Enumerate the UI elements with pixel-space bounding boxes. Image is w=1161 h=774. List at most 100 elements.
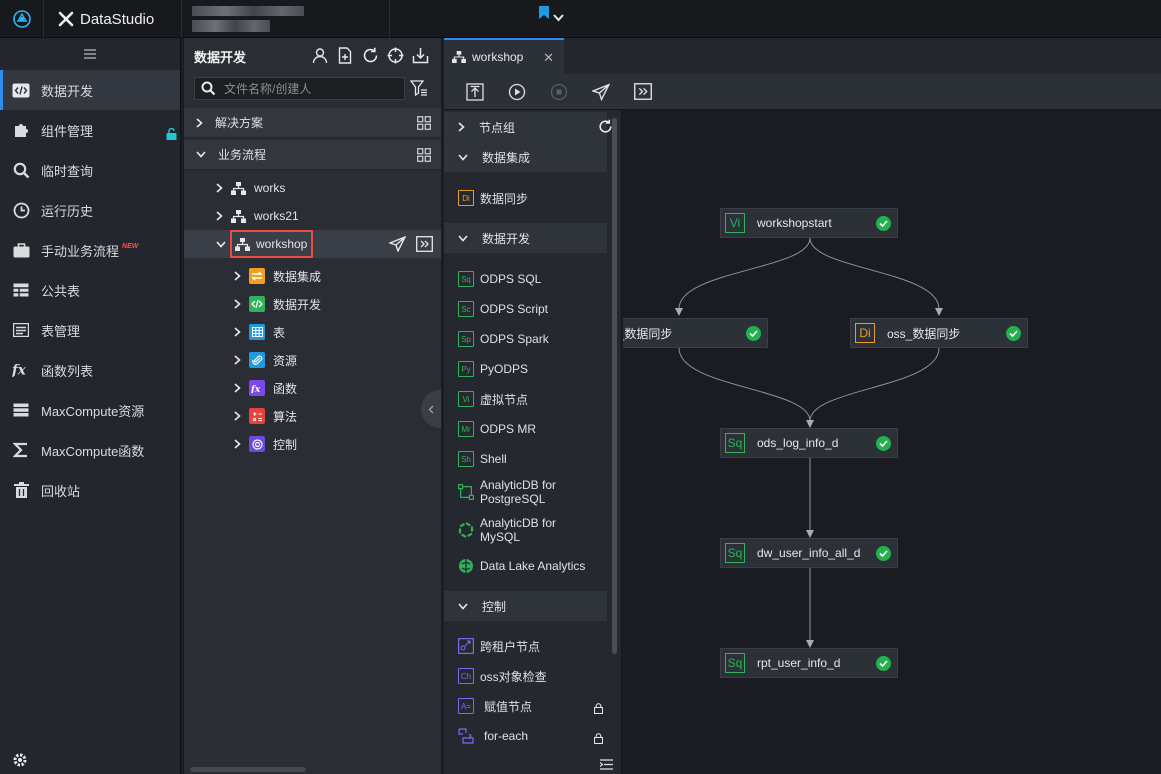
dag-node-oss-sync[interactable]: Di oss_数据同步 bbox=[850, 318, 1028, 348]
nav-item-maxcompute-resources[interactable]: MaxCompute资源 bbox=[0, 390, 180, 430]
data-integration-icon bbox=[249, 268, 265, 284]
item-label: AnalyticDB for PostgreSQL bbox=[480, 478, 557, 506]
palette-item-cross-tenant[interactable]: 跨租户节点 bbox=[444, 636, 607, 656]
palette-item-data-lake-analytics[interactable]: Data Lake Analytics bbox=[444, 556, 607, 576]
dataworks-logo-icon[interactable] bbox=[0, 0, 44, 38]
palette-scrollbar[interactable] bbox=[612, 118, 617, 654]
palette-group-data-integration[interactable]: 数据集成 bbox=[444, 142, 607, 172]
chevron-down-icon bbox=[196, 151, 206, 158]
submit-send-icon[interactable] bbox=[389, 236, 406, 252]
close-icon[interactable]: ✕ bbox=[543, 50, 554, 65]
chevron-down-icon[interactable] bbox=[553, 14, 564, 22]
nav-label: 回收站 bbox=[41, 483, 81, 499]
run-icon[interactable] bbox=[506, 81, 528, 103]
palette-item-virtual-node[interactable]: Vi 虚拟节点 bbox=[444, 389, 607, 409]
top-bar: DataStudio bbox=[0, 0, 1161, 38]
nav-item-maxcompute-functions[interactable]: MaxCompute函数 bbox=[0, 430, 180, 470]
palette-item-adb-postgresql[interactable]: AnalyticDB for PostgreSQL bbox=[444, 478, 607, 506]
submit-icon[interactable] bbox=[464, 81, 486, 103]
nav-item-ad-hoc-query[interactable]: 临时查询 bbox=[0, 150, 180, 190]
stop-icon[interactable] bbox=[548, 81, 570, 103]
oss-check-node-icon: Ch bbox=[458, 668, 474, 684]
folder-data-integration[interactable]: 数据集成 bbox=[184, 262, 441, 290]
menu-toggle-icon[interactable] bbox=[0, 38, 180, 70]
folder-resources[interactable]: 资源 bbox=[184, 346, 441, 374]
collapse-panel-handle[interactable] bbox=[421, 390, 441, 428]
data-sync-node-icon: Di bbox=[855, 323, 875, 343]
tab-workshop[interactable]: workshop ✕ bbox=[444, 38, 564, 74]
flow-actions bbox=[389, 236, 433, 252]
palette-item-assignment-node[interactable]: A= 赋值节点 bbox=[444, 696, 607, 716]
settings-gear-icon[interactable] bbox=[12, 752, 28, 768]
section-business-flows[interactable]: 业务流程 bbox=[184, 140, 441, 170]
explorer-search-input[interactable]: 文件名称/创建人 bbox=[194, 77, 405, 100]
refresh-icon[interactable] bbox=[598, 119, 613, 134]
palette-item-odps-mr[interactable]: Mr ODPS MR bbox=[444, 419, 607, 439]
folder-tables[interactable]: 表 bbox=[184, 318, 441, 346]
project-selector[interactable] bbox=[182, 0, 564, 38]
nav-item-component-management[interactable]: 组件管理 bbox=[0, 110, 180, 150]
arrowhead bbox=[806, 420, 814, 428]
dag-node-ods-log-info-d[interactable]: Sq ods_log_info_d bbox=[720, 428, 898, 458]
explorer-horizontal-scrollbar[interactable] bbox=[190, 767, 306, 772]
folder-label: 数据开发 bbox=[273, 297, 322, 312]
nav-item-table-management[interactable]: 表管理 bbox=[0, 310, 180, 350]
clock-icon bbox=[12, 201, 30, 219]
dag-node-rds-sync[interactable]: rds_数据同步 bbox=[623, 318, 768, 348]
palette-group-node-groups[interactable]: 节点组 bbox=[444, 112, 612, 142]
flow-item-works21[interactable]: works21 bbox=[184, 202, 441, 230]
deploy-icon[interactable] bbox=[632, 81, 654, 103]
workflow-canvas[interactable]: Vi workshopstart rds_数据同步 Di oss_数据同步 Sq… bbox=[623, 110, 1161, 774]
palette-item-odps-script[interactable]: Sc ODPS Script bbox=[444, 299, 607, 319]
palette-item-data-sync[interactable]: Di 数据同步 bbox=[444, 188, 607, 208]
nav-item-recycle-bin[interactable]: 回收站 bbox=[0, 470, 180, 510]
palette-item-adb-mysql[interactable]: AnalyticDB for MySQL bbox=[444, 516, 607, 544]
dag-node-rpt-user-info-d[interactable]: Sq rpt_user_info_d bbox=[720, 648, 898, 678]
palette-item-odps-sql[interactable]: Sq ODPS SQL bbox=[444, 269, 607, 289]
palette-item-oss-object-check[interactable]: Ch oss对象检查 bbox=[444, 666, 607, 686]
flow-item-works[interactable]: works bbox=[184, 174, 441, 202]
palette-group-control[interactable]: 控制 bbox=[444, 591, 607, 621]
locate-icon[interactable] bbox=[387, 47, 404, 64]
palette-item-odps-spark[interactable]: Sp ODPS Spark bbox=[444, 329, 607, 349]
bookmark-icon[interactable] bbox=[539, 6, 549, 19]
grid-view-icon[interactable] bbox=[417, 148, 431, 162]
nav-item-data-development[interactable]: 数据开发 bbox=[0, 70, 180, 110]
folder-data-development[interactable]: 数据开发 bbox=[184, 290, 441, 318]
palette-item-pyodps[interactable]: Py PyODPS bbox=[444, 359, 607, 379]
datastudio-icon bbox=[58, 11, 74, 27]
nav-item-function-list[interactable]: fx 函数列表 bbox=[0, 350, 180, 390]
publish-send-icon[interactable] bbox=[590, 81, 612, 103]
chevron-right-icon bbox=[234, 439, 241, 449]
nav-item-manual-workflow[interactable]: 手动业务流程 NEW bbox=[0, 230, 180, 270]
grid-view-icon[interactable] bbox=[417, 116, 431, 130]
collapse-list-icon[interactable] bbox=[600, 759, 613, 770]
palette-item-for-each[interactable]: for-each bbox=[444, 726, 607, 746]
nav-item-public-tables[interactable]: 公共表 bbox=[0, 270, 180, 310]
section-label: 业务流程 bbox=[218, 148, 267, 162]
import-icon[interactable] bbox=[412, 47, 429, 64]
puzzle-icon bbox=[12, 121, 30, 139]
success-check-icon bbox=[876, 216, 891, 231]
refresh-icon[interactable] bbox=[362, 47, 379, 64]
folder-algorithms[interactable]: 算法 bbox=[184, 402, 441, 430]
calculator-icon bbox=[249, 408, 265, 424]
flow-item-workshop[interactable]: workshop bbox=[184, 230, 441, 258]
new-file-icon[interactable] bbox=[337, 47, 354, 64]
app-brand[interactable]: DataStudio bbox=[44, 0, 182, 38]
filter-icon[interactable] bbox=[410, 80, 428, 96]
node-label: oss_数据同步 bbox=[887, 326, 961, 341]
deploy-icon[interactable] bbox=[416, 236, 433, 252]
item-label: 跨租户节点 bbox=[480, 639, 541, 654]
nav-item-run-history[interactable]: 运行历史 bbox=[0, 190, 180, 230]
palette-group-data-development[interactable]: 数据开发 bbox=[444, 223, 607, 253]
folder-control[interactable]: 控制 bbox=[184, 430, 441, 458]
item-label: 虚拟节点 bbox=[480, 392, 529, 407]
palette-item-shell[interactable]: Sh Shell bbox=[444, 449, 607, 469]
folder-functions[interactable]: fx 函数 bbox=[184, 374, 441, 402]
dag-node-dw-user-info-all-d[interactable]: Sq dw_user_info_all_d bbox=[720, 538, 898, 568]
section-solutions[interactable]: 解决方案 bbox=[184, 108, 441, 138]
user-icon[interactable] bbox=[312, 47, 329, 64]
dag-node-workshopstart[interactable]: Vi workshopstart bbox=[720, 208, 898, 238]
chevron-down-icon bbox=[458, 234, 468, 242]
